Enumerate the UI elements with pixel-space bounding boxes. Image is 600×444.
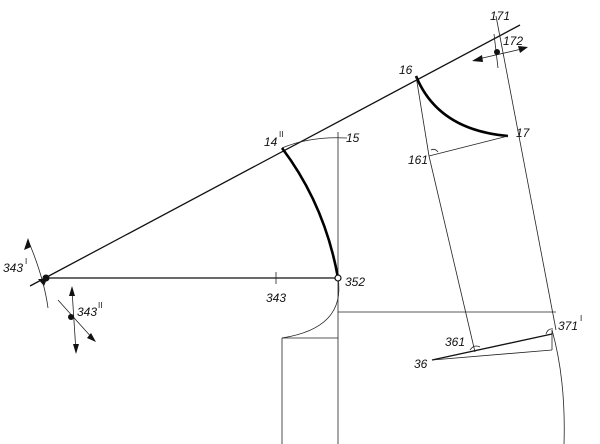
bold-curve-14-352 — [280, 147, 340, 279]
point-172 — [494, 49, 500, 55]
label-171: 171 — [490, 9, 510, 23]
label-343-2-sup: II — [98, 301, 102, 310]
arrow-head-top-343-1 — [24, 238, 31, 250]
point-343-1 — [42, 274, 50, 282]
label-161: 161 — [408, 153, 428, 167]
label-17: 17 — [516, 126, 531, 140]
arrow-head-172-left — [472, 55, 483, 62]
point-343-2 — [68, 314, 74, 320]
arc-14-15 — [281, 137, 348, 149]
label-343-2: 343 — [77, 305, 97, 319]
right-angle-161 — [430, 148, 439, 153]
label-361: 361 — [445, 335, 465, 349]
line-36-lower — [431, 349, 553, 361]
line-161-17 — [428, 135, 509, 157]
arc-343-1 — [27, 239, 49, 309]
point-352 — [334, 274, 342, 282]
arrow-head-343-2-up — [69, 286, 75, 296]
label-172: 172 — [503, 34, 523, 48]
line-161-361 — [428, 155, 476, 353]
right-line-171 — [495, 15, 557, 331]
label-36: 36 — [414, 357, 428, 371]
label-343: 343 — [266, 291, 286, 305]
label-343-1-sup: I — [25, 257, 27, 266]
line-16-161 — [415, 75, 430, 157]
main-diagonal-line — [29, 24, 521, 287]
arrow-172-b — [473, 47, 527, 61]
line-36-371 — [431, 333, 553, 361]
arrow-head-343-2-down — [73, 344, 79, 354]
label-371-sup: I — [580, 314, 582, 323]
right-angle-371 — [545, 328, 554, 335]
right-angle-361 — [469, 345, 481, 351]
label-14-sup: II — [279, 130, 283, 139]
arrow-head-172-right — [518, 46, 528, 53]
arrow-head-343-2-right — [87, 333, 96, 342]
label-14: 14 — [264, 135, 278, 149]
arrow-343-2-b — [57, 299, 95, 341]
label-352: 352 — [345, 275, 365, 289]
right-curve-lower — [551, 329, 565, 444]
arc-352-lower — [281, 277, 340, 339]
bold-curve-16-17 — [414, 75, 509, 138]
arrow-343-2-a — [71, 289, 77, 353]
label-371: 371 — [558, 319, 578, 333]
label-343-1: 343 — [3, 261, 23, 275]
label-15: 15 — [346, 131, 360, 145]
label-16: 16 — [399, 63, 413, 77]
